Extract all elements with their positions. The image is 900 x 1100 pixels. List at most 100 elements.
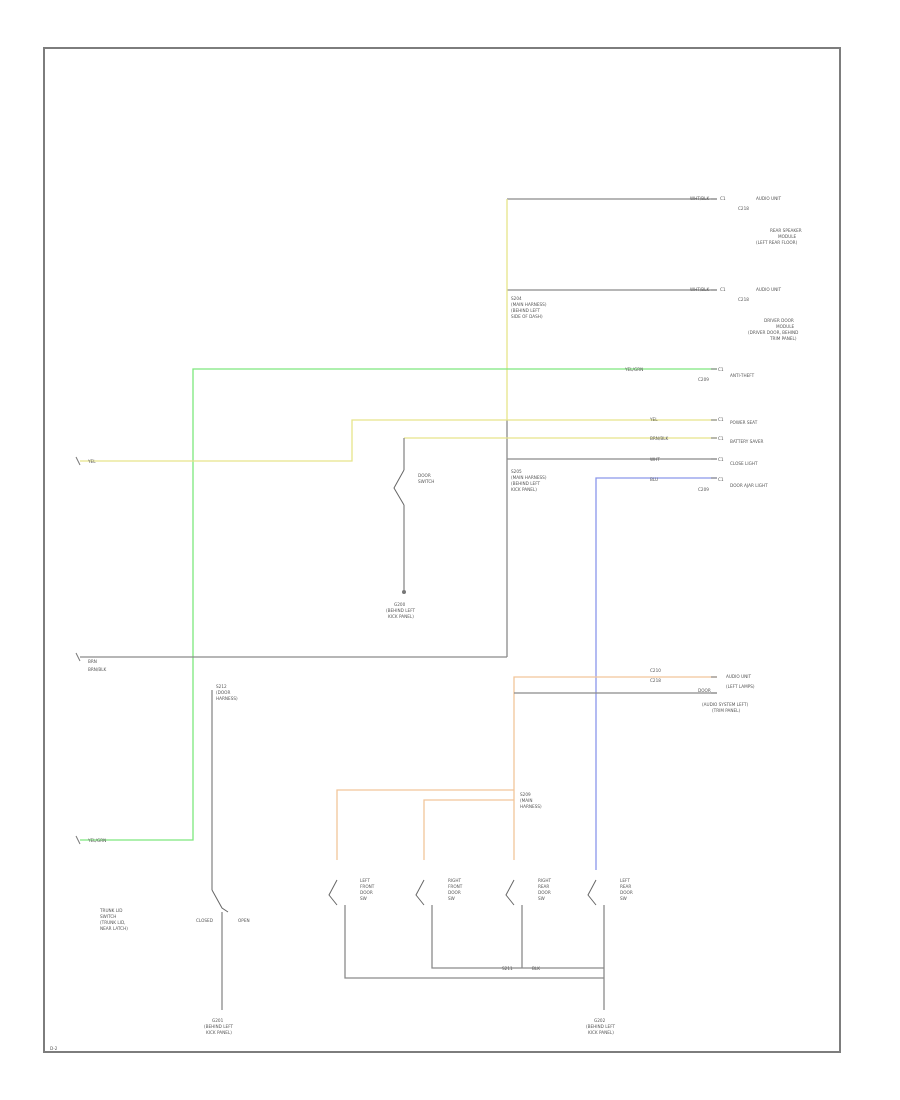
label-splice-left-2: (DOOR [216,690,230,695]
label-top-wire1-dest: AUDIO UNIT [756,196,781,201]
label-top-wire2-dest5: TRIM PANEL) [769,336,797,341]
label-splice-mid-3: (BEHIND LEFT [511,481,541,486]
label-splice-top-2: (MAIN HARNESS) [511,302,547,307]
label-top-wire1-dest4: (LEFT REAR FLOOR) [756,240,798,245]
label-splice-left-1: S212 [216,684,227,689]
label-blu-wire-pin: C1 [718,477,724,482]
label-right-dest-1: AUDIO UNIT [726,674,751,679]
label-sw-center-1: DOOR [418,473,431,478]
label-door-sw4-2: REAR [620,884,631,889]
label-yel-wire-dest: POWER SEAT [730,420,758,425]
label-top-wire2-dest3: MODULE [776,324,795,329]
label-right-dest-3: (AUDIO SYSTEM LEFT) [702,702,749,707]
label-bottom-splice: S211 [502,966,513,971]
label-gnd-right-1: G202 [594,1018,606,1023]
label-door-sw1-4: SW [360,896,367,901]
label-door-sw4-1: LEFT [620,878,630,883]
label-right-conn-2: C218 [650,678,661,683]
label-right-dest-4: (TRIM PANEL) [712,708,741,713]
label-door-sw2-3: DOOR [448,890,461,895]
door-switch-2 [415,879,425,906]
label-splice-mid-4: KICK PANEL) [511,487,537,492]
connector-ticks [75,198,717,845]
label-splice-lower-3: HARNESS) [520,804,542,809]
label-splice-lower-1: S209 [520,792,531,797]
trunk-lid-switch [211,889,229,913]
label-splice-lower-2: (MAIN [520,798,532,803]
ground-center-point [402,590,406,594]
label-left-blk1: BRN [88,659,97,664]
label-top-wire1-dest2: REAR SPEAKER [770,228,802,233]
label-blu-wire-dest: DOOR AJAR LIGHT [730,483,768,488]
labels: WHT/BLK C1 C218 AUDIO UNIT REAR SPEAKER … [50,196,802,1051]
label-left-grn: YEL/GRN [87,838,106,843]
label-left-blk2: BRN/BLK [88,667,107,672]
label-gnd-left-1: G201 [212,1018,224,1023]
label-top-wire1-conn: C218 [738,206,749,211]
label-top-wire2-conn: C218 [738,297,749,302]
label-door-sw4-3: DOOR [620,890,633,895]
wire-ground-bus-1 [344,905,604,979]
label-door-sw4-4: SW [620,896,627,901]
label-door-sw3-3: DOOR [538,890,551,895]
label-door-sw3-4: SW [538,896,545,901]
label-gnd-center-3: KICK PANEL) [388,614,414,619]
label-top-wire2-pin: C1 [720,287,726,292]
label-gnd-center-2: (BEHIND LEFT [386,608,416,613]
label-splice-mid-1: S205 [511,469,522,474]
label-splice-top-3: (BEHIND LEFT [511,308,541,313]
label-splice-mid-2: (MAIN HARNESS) [511,475,547,480]
label-top-wire1-color: WHT/BLK [690,196,709,201]
label-gnd-center-1: G200 [394,602,406,607]
label-green-wire-dest: ANTI-THEFT [730,373,755,378]
label-bottom-wire: BLK [532,966,540,971]
label-gnd-right-3: KICK PANEL) [588,1030,614,1035]
label-right-conn-1: C210 [650,668,661,673]
wire-ground-bus-2 [431,905,604,969]
label-trunk-sw-1: TRUNK LID [99,908,123,913]
label-door-sw3-2: REAR [538,884,549,889]
label-top-wire1-pin: C1 [720,196,726,201]
label-splice-top-4: SIDE OF DASH) [511,314,543,319]
wire-orange-mid [423,799,514,860]
label-door-sw1-2: FRONT [360,884,375,889]
label-green-wire-pin: C1 [718,367,724,372]
wire-green [80,368,717,841]
label-green-wire-color: YEL/GRN [624,367,643,372]
label-splice-left-3: HARNESS) [216,696,238,701]
label-blu-wire-conn: C209 [698,487,709,492]
wire-yellow-seat [80,419,717,462]
label-top-wire2-dest4: (DRIVER DOOR, BEHIND [748,330,798,335]
label-trunk-sw-5: CLOSED [196,918,213,923]
wire-blue [595,477,717,870]
wire-orange-left [336,789,514,860]
label-splice-top-1: S204 [511,296,522,301]
diagram-frame [43,47,841,1053]
label-trunk-sw-4: NEAR LATCH) [100,926,128,931]
label-wht-wire-dest: CLOSE LIGHT [730,461,758,466]
center-door-switch [393,469,405,506]
label-blk-wire-dest: BATTERY SAVER [730,439,763,444]
label-trunk-sw-3: (TRUNK LID, [100,920,126,925]
label-blu-wire-color: BLU [650,477,658,482]
label-right-dest-2: (LEFT LAMPS) [726,684,755,689]
wire-orange-main [513,676,717,860]
label-door-sw2-4: SW [448,896,455,901]
label-door-sw3-1: RIGHT [538,878,552,883]
label-door-sw2-2: FRONT [448,884,463,889]
label-wht-wire-pin: C1 [718,457,724,462]
label-door-sw2-1: RIGHT [448,878,462,883]
label-left-yel: YEL [87,459,96,464]
label-page-marker: D-2 [50,1046,58,1051]
door-switch-3 [505,879,515,906]
label-blk-wire-color: BRN/BLK [650,436,669,441]
label-trunk-sw-6: OPEN [238,918,250,923]
label-top-wire2-dest2: DRIVER DOOR [764,318,794,323]
label-gnd-right-2: (BEHIND LEFT [586,1024,616,1029]
door-switch-4 [587,879,597,906]
label-top-wire2-color: WHT/BLK [690,287,709,292]
label-top-wire1-dest3: MODULE [778,234,797,239]
label-door-sw1-3: DOOR [360,890,373,895]
label-yel-wire-pin: C1 [718,417,724,422]
